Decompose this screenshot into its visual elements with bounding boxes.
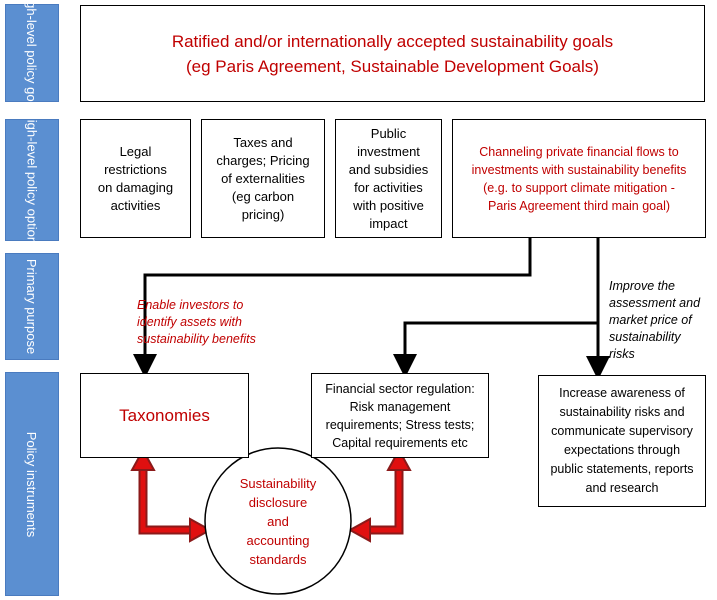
taxonomies-box: Taxonomies bbox=[80, 373, 249, 458]
option-legal-text: Legal restrictions on damaging activitie… bbox=[97, 143, 174, 213]
arrow-to-taxonomies bbox=[133, 238, 532, 378]
purpose-right-label: Improve the assessment and market price … bbox=[609, 279, 701, 361]
option-taxes-text: Taxes and charges; Pricing of externalit… bbox=[216, 134, 310, 222]
awareness-box: Increase awareness of sustainability ris… bbox=[538, 375, 706, 507]
option-public-box: Public investment and subsidies for acti… bbox=[335, 119, 442, 238]
goals-text: Ratified and/or internationally accepted… bbox=[171, 31, 614, 76]
goals-box: Ratified and/or internationally accepted… bbox=[80, 5, 705, 102]
disclosure-circle bbox=[204, 447, 352, 595]
option-private-text: Channeling private financial flows to in… bbox=[471, 144, 687, 213]
row-label-purpose: Primary purpose bbox=[5, 253, 59, 360]
arrow-to-financial bbox=[393, 321, 598, 378]
financial-regulation-box: Financial sector regulation: Risk manage… bbox=[311, 373, 489, 458]
option-private-box: Channeling private financial flows to in… bbox=[452, 119, 706, 238]
row-label-options: High-level policy options bbox=[5, 110, 59, 250]
disclosure-text: Sustainability disclosure and accounting… bbox=[239, 475, 317, 567]
row-label-instruments: Policy instruments bbox=[5, 372, 59, 596]
option-taxes-box: Taxes and charges; Pricing of externalit… bbox=[201, 119, 325, 238]
disclosure-text-wrap: Sustainability disclosure and accounting… bbox=[205, 448, 351, 594]
financial-regulation-text: Financial sector regulation: Risk manage… bbox=[325, 381, 475, 450]
taxonomies-text: Taxonomies bbox=[119, 405, 210, 425]
purpose-left-label: Enable investors to identify assets with… bbox=[137, 298, 256, 346]
row-label-goals: High-level policy goals bbox=[5, 0, 59, 118]
option-legal-box: Legal restrictions on damaging activitie… bbox=[80, 119, 191, 238]
option-public-text: Public investment and subsidies for acti… bbox=[348, 125, 429, 231]
awareness-text: Increase awareness of sustainability ris… bbox=[550, 386, 694, 495]
